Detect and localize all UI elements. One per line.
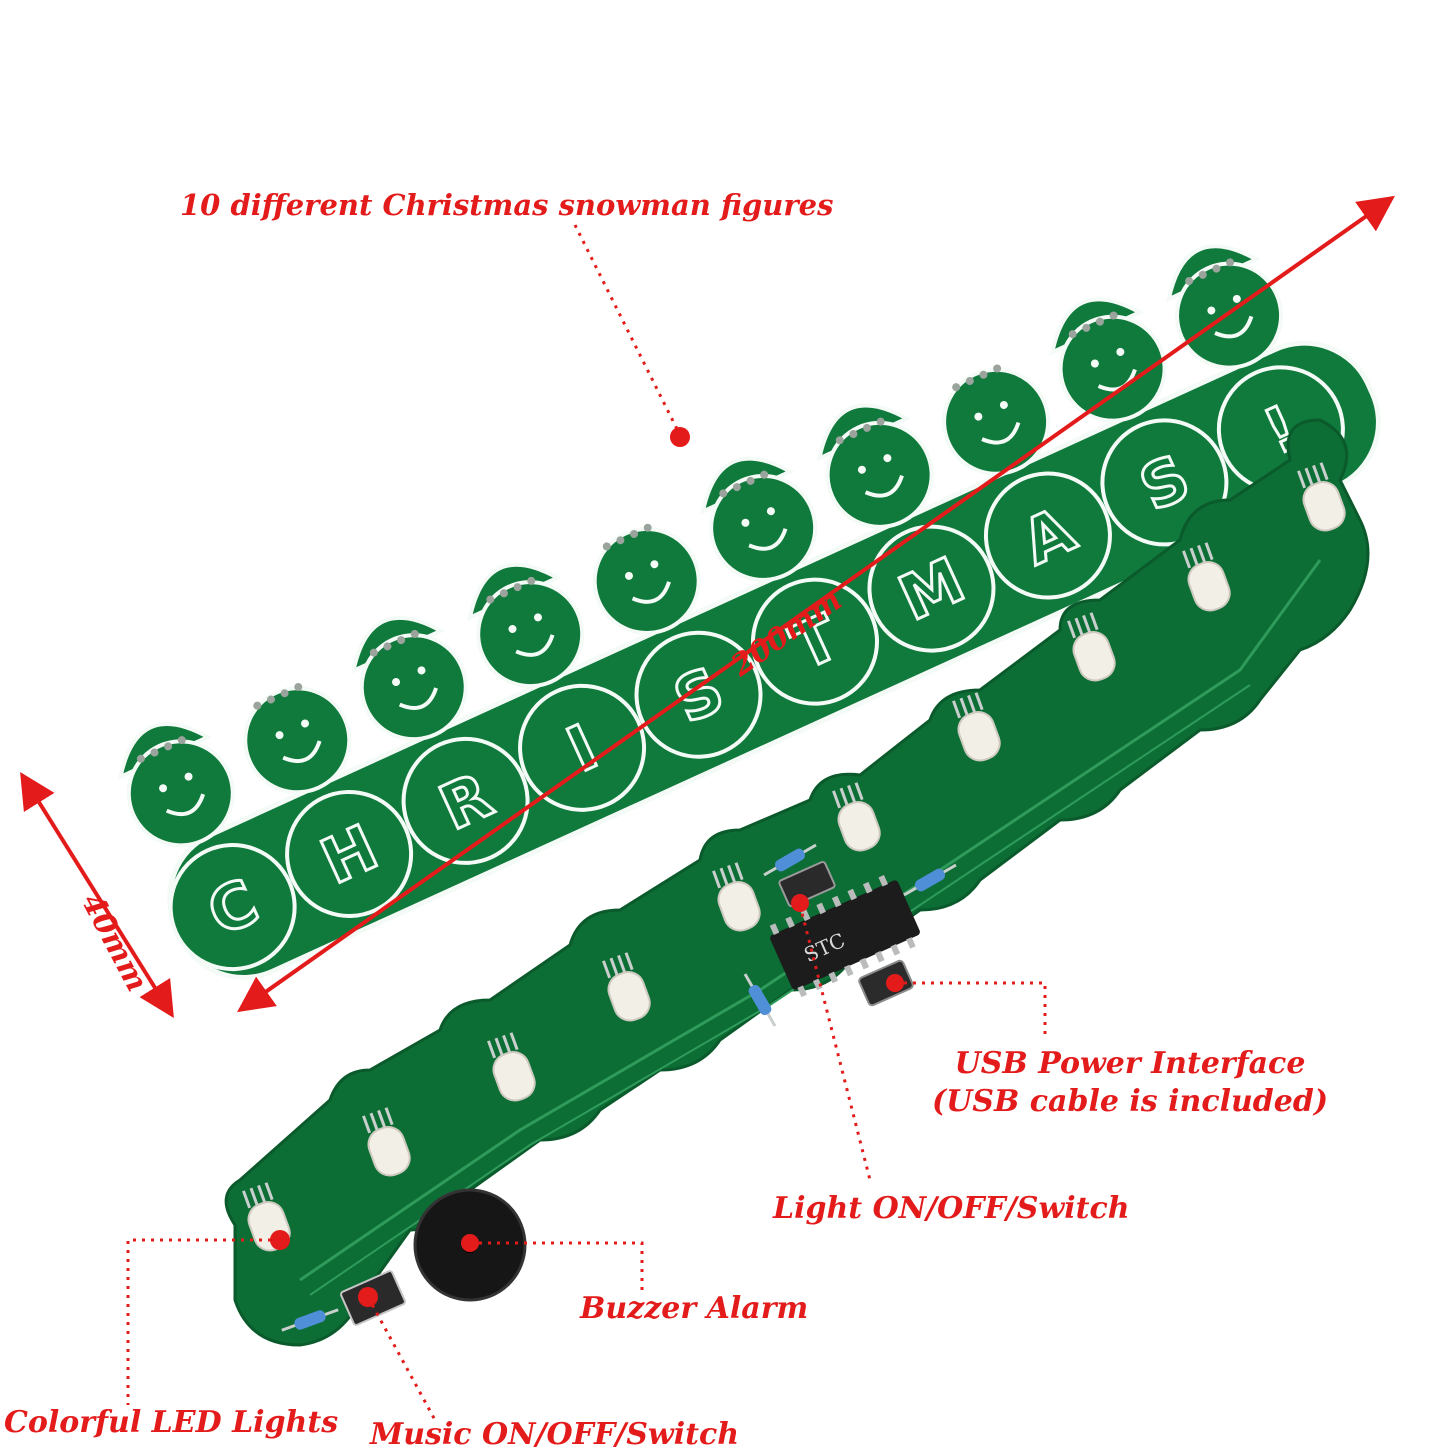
- callout-dots: [270, 427, 904, 1307]
- leader-buzzer: [470, 1241, 644, 1290]
- led-leg: [494, 1037, 504, 1056]
- led-leg: [264, 1182, 274, 1201]
- led-leg: [249, 1187, 259, 1206]
- resistor-body: [294, 1310, 326, 1330]
- led-icon: [487, 1032, 536, 1102]
- led-leg: [509, 1032, 519, 1051]
- music-switch-callout: Music ON/OFF/Switch: [370, 1417, 740, 1452]
- dot-led: [270, 1230, 290, 1250]
- led-leg: [257, 1184, 267, 1203]
- leader-led: [126, 1238, 280, 1405]
- led-leg: [377, 1109, 387, 1128]
- buzzer-callout: Buzzer Alarm: [580, 1291, 809, 1326]
- led-lights-callout: Colorful LED Lights: [4, 1405, 339, 1440]
- led-icon: [362, 1107, 411, 1177]
- length-dimension-arrow: [237, 195, 1395, 1013]
- solder-pad: [150, 748, 159, 757]
- led-leg: [384, 1107, 394, 1126]
- resistor-icon: [281, 1308, 339, 1332]
- light-switch-callout: Light ON/OFF/Switch: [773, 1191, 1130, 1226]
- dot-usb: [886, 974, 904, 992]
- led-leg: [362, 1115, 372, 1134]
- snowman-figures-callout: 10 different Christmas snowman figures: [180, 188, 834, 222]
- dot-music: [358, 1287, 378, 1307]
- usb-power-callout: USB Power Interface (USB cable is includ…: [930, 1045, 1330, 1121]
- solder-pad: [177, 736, 186, 745]
- led-leg: [242, 1190, 252, 1209]
- solder-pad: [136, 754, 145, 763]
- led-body: [367, 1126, 411, 1177]
- leader-light-switch: [798, 904, 872, 1181]
- led-leg: [369, 1112, 379, 1131]
- dot-light-switch: [791, 894, 809, 912]
- usb-power-line2: (USB cable is included): [931, 1084, 1329, 1119]
- solder-pad: [164, 742, 173, 751]
- leader-snowman: [573, 224, 682, 436]
- width-dimension-arrow: [20, 771, 174, 1019]
- led-leg: [487, 1040, 497, 1059]
- dot-snowman: [670, 427, 690, 447]
- snowman-eye: [184, 772, 193, 781]
- usb-power-line1: USB Power Interface: [954, 1046, 1306, 1081]
- led-body: [492, 1051, 536, 1102]
- leader-usb: [895, 981, 1047, 1040]
- led-leg: [502, 1034, 512, 1053]
- dot-buzzer: [461, 1234, 479, 1252]
- callout-leaders: [126, 224, 1047, 1421]
